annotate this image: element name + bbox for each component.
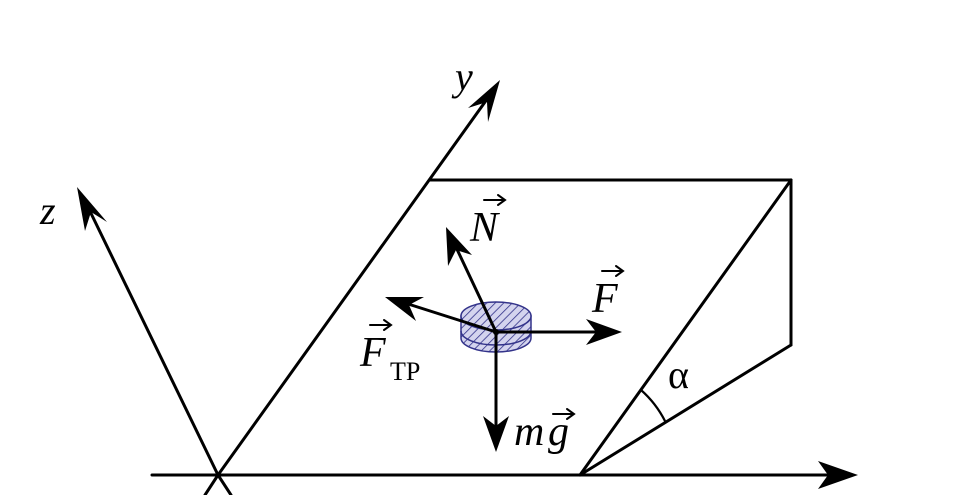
angle-label: α: [668, 352, 689, 397]
z-axis-label: z: [39, 188, 56, 233]
friction-force-vector: [403, 301, 498, 334]
svg-text:m: m: [514, 409, 544, 455]
origin-tick-right: [216, 473, 233, 495]
svg-text:F: F: [359, 330, 386, 376]
wedge-base-edge: [578, 343, 793, 477]
applied-force-arrowhead: [586, 319, 622, 345]
y-axis: [216, 93, 492, 477]
friction-force-arrowhead: [385, 297, 424, 321]
svg-text:g: g: [548, 409, 569, 455]
y-axis-label: y: [451, 54, 473, 99]
gravity-force-arrowhead: [483, 416, 509, 452]
svg-text:F: F: [591, 276, 618, 322]
normal-force-label: N: [469, 194, 507, 251]
y-axis-arrowhead: [468, 80, 500, 122]
body-center-point: [493, 329, 499, 335]
origin-tick-left: [203, 473, 220, 495]
friction-subscript: ТР: [390, 357, 420, 386]
z-axis-arrowhead: [77, 187, 107, 231]
angle-arc: [639, 388, 667, 423]
friction-force-label: F ТР: [359, 319, 420, 386]
ground-arrowhead: [818, 461, 858, 489]
applied-force-label: F: [591, 265, 625, 322]
z-axis: [84, 201, 220, 477]
normal-force-vector: [453, 243, 498, 334]
gravity-force-label: m g: [514, 408, 576, 455]
svg-text:N: N: [469, 205, 500, 251]
normal-force-arrowhead: [446, 227, 472, 266]
wedge-slope-edge: [578, 178, 793, 477]
